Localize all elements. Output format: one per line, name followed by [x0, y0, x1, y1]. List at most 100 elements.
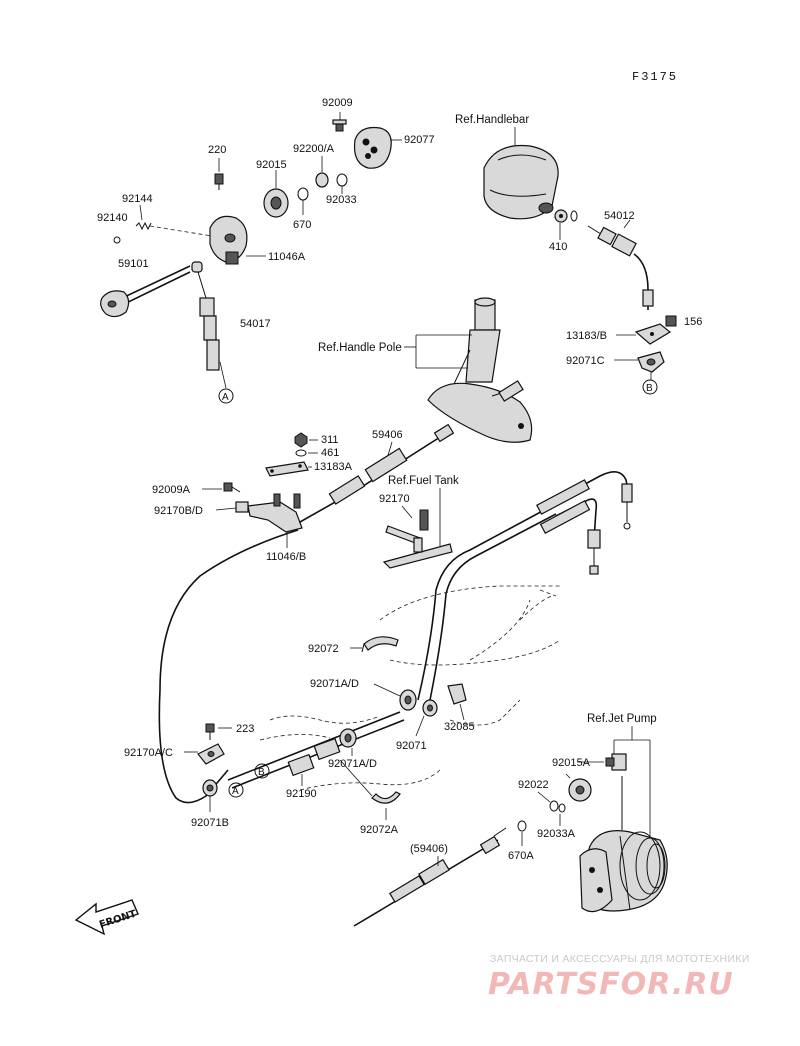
label-220: 220 — [208, 144, 226, 156]
steering-cable-59406 — [299, 423, 455, 523]
clamp-92072 — [361, 636, 399, 653]
handlebar-assembly: Ref.Handlebar 410 54012 156 — [455, 114, 702, 395]
nut-311 — [294, 432, 308, 448]
washer-461 — [295, 449, 307, 457]
clamp-92170ac — [197, 743, 225, 765]
jet-pump-housing — [579, 830, 668, 913]
watermark-tagline: ЗАПЧАСТИ И АКСЕССУАРЫ ДЛЯ МОТОТЕХНИКИ — [490, 953, 750, 965]
ref-handlebar: Ref.Handlebar — [455, 114, 529, 126]
holder-92071c — [637, 351, 665, 373]
throttle-cable-54017 — [191, 261, 227, 389]
diagram-code: F3175 — [632, 70, 678, 84]
label-54017: 54017 — [240, 318, 271, 330]
bracket-13183b — [634, 323, 672, 345]
label-59101: 59101 — [118, 258, 149, 270]
label-223: 223 — [236, 723, 254, 735]
circlip-92033 — [336, 173, 348, 187]
label-311: 311 — [321, 434, 339, 446]
label-92033a: 92033A — [537, 828, 576, 840]
marker-a-top-text: A — [222, 392, 229, 403]
marker-a-bottom — [228, 782, 244, 798]
hull-outline — [259, 585, 561, 791]
label-92009a: 92009A — [152, 484, 191, 496]
ring-670 — [297, 187, 309, 201]
sleeve-92190 — [287, 737, 341, 777]
label-54012: 54012 — [604, 210, 635, 222]
label-410: 410 — [549, 241, 567, 253]
label-670a: 670A — [508, 850, 534, 862]
label-13183a: 13183A — [314, 461, 353, 473]
watermark-logo: PARTSFOR.RU — [488, 967, 734, 1002]
ref-fuel-tank: Ref.Fuel Tank — [388, 475, 459, 487]
label-92071b: 92071B — [191, 817, 229, 829]
label-461: 461 — [321, 447, 339, 459]
marker-b-top-text: B — [646, 383, 653, 394]
throttle-shaft-59101 — [100, 265, 191, 318]
marker-b-bottom-text: B — [258, 767, 265, 778]
handlebar-housing — [483, 144, 559, 220]
jet-pump-assembly: Ref.Jet Pump 92015A 92022 92033A 670A — [508, 713, 668, 913]
label-156: 156 — [684, 316, 702, 328]
label-92009: 92009 — [322, 97, 353, 109]
ring-92022 — [549, 800, 559, 812]
label-92200a: 92200/A — [293, 143, 335, 155]
label-92190: 92190 — [286, 788, 317, 800]
ref-jet-pump: Ref.Jet Pump — [587, 713, 657, 725]
grommet-92071 — [422, 699, 438, 717]
front-arrow: FRONT — [74, 899, 139, 936]
bracket-32085 — [447, 683, 467, 705]
grommet-92071ad-mid — [339, 728, 357, 748]
fitting-92015a — [605, 753, 627, 771]
handle-pole: Ref.Handle Pole — [318, 297, 533, 443]
bearing-jet — [568, 778, 592, 802]
label-92071ad-2: 92071A/D — [328, 758, 377, 770]
ring-92140 — [113, 236, 121, 244]
label-670: 670 — [293, 219, 311, 231]
label-92140: 92140 — [97, 212, 128, 224]
cover-92077 — [353, 126, 392, 169]
label-92015a: 92015A — [552, 757, 591, 769]
label-59406: 59406 — [372, 429, 403, 441]
mounting-group: 59406 311 461 13183A 92009A — [152, 423, 455, 563]
main-cable-run — [158, 471, 633, 804]
fuel-tank-bracket: Ref.Fuel Tank 92170 — [379, 475, 459, 569]
label-92144: 92144 — [122, 193, 153, 205]
label-92071c: 92071C — [566, 355, 605, 367]
label-92170ac: 92170A/C — [124, 747, 173, 759]
label-92015: 92015 — [256, 159, 287, 171]
label-92170: 92170 — [379, 493, 410, 505]
grommet-92071ad-top — [399, 689, 417, 711]
label-92033: 92033 — [326, 194, 357, 206]
lower-cable-59406: (59406) — [353, 827, 507, 927]
label-92071ad: 92071A/D — [310, 678, 359, 690]
ref-handle-pole: Ref.Handle Pole — [318, 342, 402, 354]
label-92072a: 92072A — [360, 824, 399, 836]
marker-b-top — [642, 379, 658, 395]
bolt-92009a — [223, 482, 241, 493]
screw-220 — [214, 173, 224, 190]
clamp-92072a — [371, 791, 401, 804]
washer-92200a — [315, 172, 329, 188]
ring-670a — [517, 820, 527, 832]
nut-410 — [554, 209, 578, 223]
bearing-92015 — [263, 188, 289, 218]
spring-92144 — [135, 221, 152, 231]
lever-11046a — [209, 215, 248, 265]
label-92022: 92022 — [518, 779, 549, 791]
label-11046a: 11046A — [268, 251, 306, 263]
middle-components: 92072 92071A/D 32085 92071 92071A/D — [124, 636, 475, 836]
label-92071: 92071 — [396, 740, 427, 752]
bolt-156 — [665, 315, 677, 327]
plate-13183a — [265, 461, 309, 477]
label-13183b: 13183/B — [566, 330, 607, 342]
marker-a-bottom-text: A — [232, 786, 239, 797]
bracket-11046b — [235, 493, 303, 533]
marker-b-bottom — [254, 763, 270, 779]
label-11046b: 11046/B — [266, 551, 306, 563]
label-59406p: (59406) — [410, 843, 448, 855]
label-92077: 92077 — [404, 134, 435, 146]
cable-54012 — [587, 225, 654, 310]
label-92072: 92072 — [308, 643, 339, 655]
bolt-92009 — [332, 119, 347, 132]
throttle-lever-assembly: 92009 92077 220 92200/A 92033 — [97, 97, 435, 404]
